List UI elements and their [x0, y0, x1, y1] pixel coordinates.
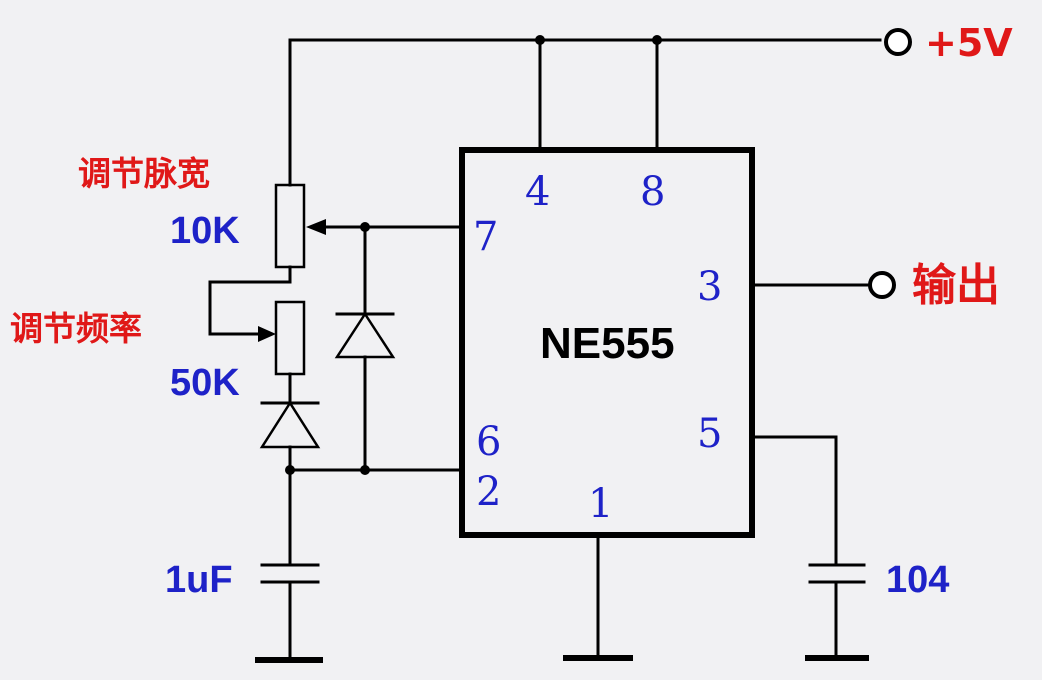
pot-50k-value: 50K: [170, 362, 240, 404]
pin-label-7: 7: [473, 214, 498, 260]
wiper-arrow-50k: [258, 326, 276, 342]
pin-label-1: 1: [588, 481, 613, 527]
chip-name: NE555: [540, 319, 675, 368]
pin-label-5: 5: [697, 411, 722, 457]
cap-104-value: 104: [886, 559, 949, 601]
pin-label-2: 2: [476, 469, 501, 515]
frequency-label: 调节频率: [10, 309, 142, 348]
pin-label-8: 8: [640, 169, 665, 215]
diode1-triangle: [259, 400, 321, 449]
pot-10k-value: 10K: [170, 210, 240, 252]
ne555-chip[interactable]: [459, 147, 755, 538]
pin-label-3: 3: [697, 264, 722, 310]
vcc-label: +5V: [925, 21, 1013, 65]
pulse-width-label: 调节脉宽: [78, 154, 210, 193]
pin-label-4: 4: [525, 169, 550, 215]
wiper-arrow-10k: [306, 219, 326, 235]
junction-node-right: [360, 465, 370, 475]
diode2-triangle: [334, 311, 396, 359]
pot-50k[interactable]: [274, 300, 306, 376]
cap-1uf-value: 1uF: [165, 559, 233, 601]
pot-10k[interactable]: [274, 183, 306, 269]
pin-label-6: 6: [476, 419, 501, 465]
output-label: 输出: [912, 260, 1000, 311]
vcc-terminal[interactable]: [884, 28, 912, 56]
output-terminal[interactable]: [868, 271, 896, 299]
